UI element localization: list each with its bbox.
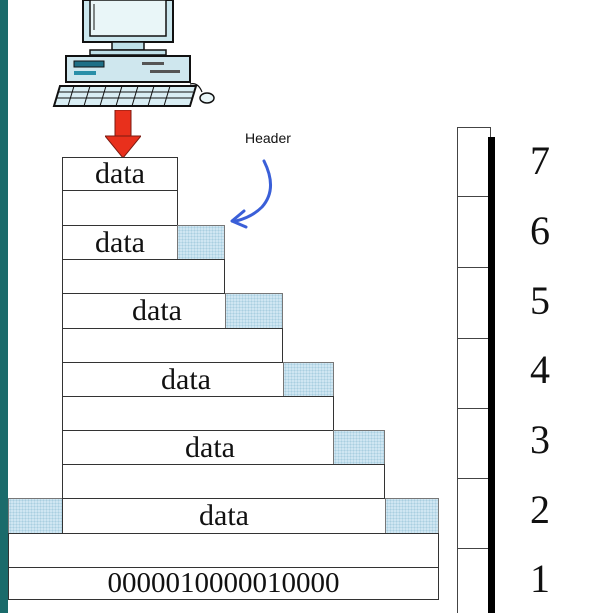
spacer-row-2 — [8, 533, 439, 568]
layer-cell-3 — [457, 409, 491, 479]
bit-string: 0000010000010000 — [107, 567, 340, 599]
spacer-row-3 — [62, 464, 385, 499]
data-box-level-6 — [62, 225, 178, 260]
data-label-level-3: data — [185, 430, 235, 464]
header-annotation: Header — [245, 130, 291, 146]
layer-cell-1 — [457, 549, 491, 613]
header-box-level-4 — [283, 362, 334, 397]
bits-box-level-1 — [8, 567, 439, 600]
header-box-level-3 — [333, 430, 385, 465]
layer-cell-6 — [457, 197, 491, 268]
layer-number-4: 4 — [530, 347, 550, 392]
spacer-row-7 — [62, 190, 178, 226]
data-box-level-7 — [62, 157, 178, 191]
layer-cell-5 — [457, 268, 491, 339]
spacer-row-5 — [62, 328, 283, 363]
data-label-level-5: data — [132, 294, 182, 327]
header-box-level-6 — [177, 225, 225, 260]
layer-cell-7 — [457, 127, 491, 197]
computer-icon — [52, 0, 215, 107]
trailer-box-level-2 — [8, 498, 63, 534]
data-label-level-7: data — [95, 157, 145, 190]
data-label-level-4: data — [161, 362, 211, 396]
layer-number-6: 6 — [530, 208, 550, 253]
data-box-level-4 — [62, 362, 284, 397]
left-edge-strip — [0, 0, 8, 613]
layer-number-7: 7 — [530, 138, 550, 183]
spacer-row-4 — [62, 396, 334, 431]
data-label-level-2: data — [199, 499, 249, 532]
header-box-level-5 — [225, 293, 283, 329]
layer-cell-4 — [457, 339, 491, 409]
data-label-level-6: data — [95, 225, 145, 259]
data-box-level-3 — [62, 430, 334, 465]
spacer-row-6 — [62, 259, 225, 294]
annotation-arrow-icon — [230, 159, 272, 229]
layer-number-1: 1 — [530, 556, 550, 601]
layer-divider-bar — [488, 137, 495, 613]
header-box-level-2 — [385, 498, 439, 534]
layer-cell-2 — [457, 479, 491, 549]
layer-number-2: 2 — [530, 487, 550, 532]
layer-number-3: 3 — [530, 417, 550, 462]
layer-number-5: 5 — [530, 278, 550, 323]
down-arrow-icon — [105, 110, 141, 159]
